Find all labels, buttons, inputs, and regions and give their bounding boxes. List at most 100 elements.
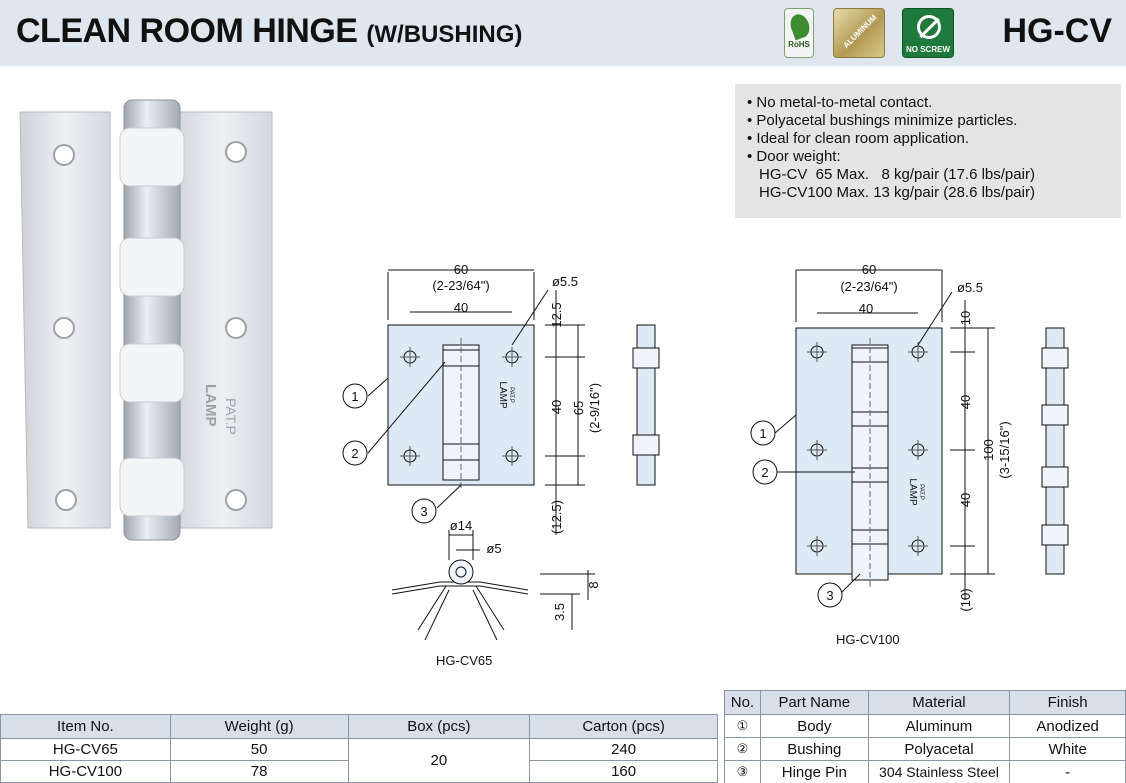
callout-label: 2 <box>761 465 768 480</box>
callout-2: 2 <box>752 459 778 485</box>
door-weight-100: HG-CV100 Max. 13 kg/pair (28.6 lbs/pair) <box>759 184 1035 201</box>
drawing-hg-cv100-labels: 60 (2-23/64") 40 ø5.5 10 40 40 100 (3-15… <box>750 262 1012 612</box>
cell-material: 304 Stainless Steel <box>867 760 1011 783</box>
dim-height: 65 <box>571 401 586 415</box>
cell-material: Polyacetal <box>867 737 1011 761</box>
hinge-photo: LAMP PAT.P <box>19 99 273 541</box>
dim-pin: ø5 <box>486 541 501 556</box>
parts-table: No. Part Name Material Finish ① Body Alu… <box>724 690 1126 783</box>
col-item-no: Item No. <box>0 714 171 739</box>
drawing-hg-cv65 <box>367 269 660 641</box>
table-row: ② Bushing Polyacetal White <box>724 737 1126 761</box>
table-header-row: Item No. Weight (g) Box (pcs) Carton (pc… <box>0 714 718 739</box>
caption-hg-cv65: HG-CV65 <box>436 653 493 668</box>
dim-thick: 8 <box>586 581 601 588</box>
stamp: LAMP <box>497 381 508 409</box>
photo-stamp: LAMP <box>202 384 219 427</box>
stamp: LAMP <box>907 478 918 506</box>
aluminum-label: ALUMINUM <box>841 12 879 51</box>
cell-no: ② <box>724 737 761 761</box>
col-carton: Carton (pcs) <box>529 714 718 739</box>
cell-no: ③ <box>724 760 761 783</box>
dim-bottom: (12.5) <box>549 500 564 534</box>
callout-3: 3 <box>411 498 437 524</box>
no-screw-icon: NO SCREW <box>902 8 954 58</box>
caption-hg-cv100: HG-CV100 <box>836 632 900 647</box>
photo-stamp-small: PAT.P <box>223 398 239 435</box>
dim-width: 60 <box>862 262 876 277</box>
title-subtitle: (W/BUSHING) <box>366 21 523 48</box>
col-no: No. <box>724 690 761 715</box>
leaf-icon <box>787 11 813 41</box>
feature-item: • Door weight: <box>747 148 841 165</box>
feature-item: • Polyacetal bushings minimize particles… <box>747 112 1018 129</box>
title-main: CLEAN ROOM HINGE <box>16 12 358 50</box>
dim-width-inch: (2-23/64") <box>432 278 489 293</box>
cell-carton: 240 <box>529 738 718 761</box>
dim-mid: 40 <box>549 400 564 414</box>
cell-part-name: Body <box>759 714 869 738</box>
table-row: HG-CV100 78 160 <box>0 760 718 783</box>
dim-width-inch: (2-23/64") <box>840 279 897 294</box>
dim-top: 12.5 <box>549 302 564 327</box>
table-row: ① Body Aluminum Anodized <box>724 714 1126 738</box>
col-finish: Finish <box>1009 690 1126 715</box>
dim-leaf: 3.5 <box>552 603 567 621</box>
dim-width: 60 <box>454 262 468 277</box>
product-code: HG-CV <box>1002 12 1112 50</box>
dim-top: 10 <box>958 311 973 325</box>
stamp-small: PAT.P <box>508 387 514 403</box>
feature-item: • No metal-to-metal contact. <box>747 94 933 111</box>
dim-knuckle: ø14 <box>450 518 472 533</box>
drawings-area: LAMP PAT.P <box>19 99 1069 641</box>
col-box: Box (pcs) <box>347 714 531 739</box>
cell-material: Aluminum <box>867 714 1011 738</box>
table-row: HG-CV65 50 20 240 <box>0 738 718 783</box>
table-row: ③ Hinge Pin 304 Stainless Steel - <box>724 760 1126 783</box>
dim-mid1: 40 <box>958 395 973 409</box>
feature-item: • Ideal for clean room application. <box>747 130 970 147</box>
cell-finish: - <box>1009 760 1126 783</box>
page-header: CLEAN ROOM HINGE (W/BUSHING) RoHS ALUMIN… <box>0 0 1126 66</box>
col-part-name: Part Name <box>759 690 869 715</box>
dim-hole: ø5.5 <box>957 280 983 295</box>
cell-box: 20 <box>347 738 531 783</box>
features-box: • No metal-to-metal contact. • Polyaceta… <box>735 84 1121 218</box>
aluminum-icon: ALUMINUM <box>833 8 885 58</box>
callout-label: 1 <box>351 389 358 404</box>
cell-part-name: Bushing <box>759 737 869 761</box>
col-weight: Weight (g) <box>169 714 349 739</box>
dim-mid2: 40 <box>958 493 973 507</box>
callout-label: 3 <box>420 504 427 519</box>
no-screw-label: NO SCREW <box>906 45 950 54</box>
callout-label: 2 <box>351 446 358 461</box>
callout-2: 2 <box>342 440 368 466</box>
rohs-icon: RoHS <box>784 8 814 58</box>
dim-hole-span: 40 <box>859 301 873 316</box>
spec-table: Item No. Weight (g) Box (pcs) Carton (pc… <box>0 714 718 783</box>
prohibited-icon <box>917 15 941 39</box>
cell-finish: Anodized <box>1009 714 1126 738</box>
callout-1: 1 <box>750 420 776 446</box>
dim-hole: ø5.5 <box>552 274 578 289</box>
rohs-label: RoHS <box>788 40 810 49</box>
callout-1: 1 <box>342 383 368 409</box>
cell-item: HG-CV100 <box>0 760 171 783</box>
cell-no: ① <box>724 714 761 738</box>
cell-part-name: Hinge Pin <box>759 760 869 783</box>
callout-label: 3 <box>826 588 833 603</box>
callout-3: 3 <box>817 582 843 608</box>
door-weight-65: HG-CV 65 Max. 8 kg/pair (17.6 lbs/pair) <box>759 166 1035 183</box>
dim-height: 100 <box>981 439 996 461</box>
dim-height-inch: (3-15/16") <box>997 421 1012 478</box>
page-title: CLEAN ROOM HINGE (W/BUSHING) <box>16 12 522 51</box>
cell-carton: 160 <box>529 760 718 783</box>
cell-weight: 50 <box>169 738 349 761</box>
stamp-small: PAT.P <box>918 484 924 500</box>
col-material: Material <box>867 690 1011 715</box>
callout-label: 1 <box>759 426 766 441</box>
drawing-hg-cv65-labels: 60 (2-23/64") 40 ø5.5 12.5 40 65 (2-9/16… <box>342 262 602 621</box>
cell-finish: White <box>1009 737 1126 761</box>
dim-hole-span: 40 <box>454 300 468 315</box>
dim-bottom: (10) <box>958 588 973 611</box>
